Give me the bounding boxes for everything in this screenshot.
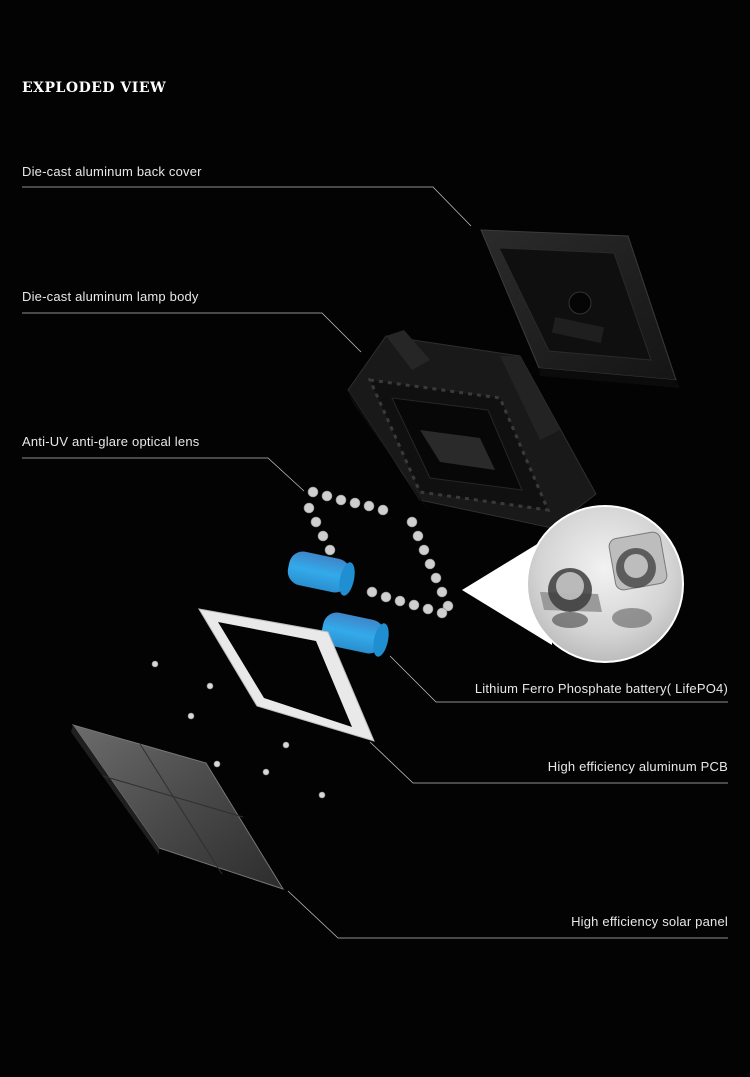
back-cover-part	[480, 229, 680, 388]
lens-array-part	[303, 486, 454, 619]
lens-detail-lens-1	[540, 568, 602, 628]
solar-panel-part	[71, 724, 285, 890]
callout-solar-panel: High efficiency solar panel	[571, 914, 728, 929]
lens-detail-lens-2	[608, 531, 668, 628]
leader-line-solar-panel	[287, 890, 728, 939]
callout-lamp-body: Die-cast aluminum lamp body	[22, 289, 199, 304]
lens-detail-zoom	[462, 505, 684, 663]
callout-pcb: High efficiency aluminum PCB	[547, 759, 728, 774]
leader-line-lens	[22, 457, 305, 492]
callout-battery: Lithium Ferro Phosphate battery( LifePO4…	[474, 681, 728, 696]
lamp-body-part	[347, 330, 597, 529]
leader-line-back-cover	[22, 186, 472, 227]
battery-part-1	[287, 551, 355, 596]
page-title: EXPLODED VIEW	[22, 80, 167, 96]
screws-part	[151, 660, 326, 799]
pcb-part	[198, 608, 375, 742]
leader-lines	[22, 186, 728, 939]
battery-part-2	[321, 612, 389, 657]
callout-back-cover: Die-cast aluminum back cover	[22, 164, 202, 179]
leader-line-battery	[389, 655, 728, 703]
callout-lens: Anti-UV anti-glare optical lens	[22, 434, 200, 449]
leader-line-pcb	[369, 741, 728, 784]
leader-line-lamp-body	[22, 312, 362, 353]
